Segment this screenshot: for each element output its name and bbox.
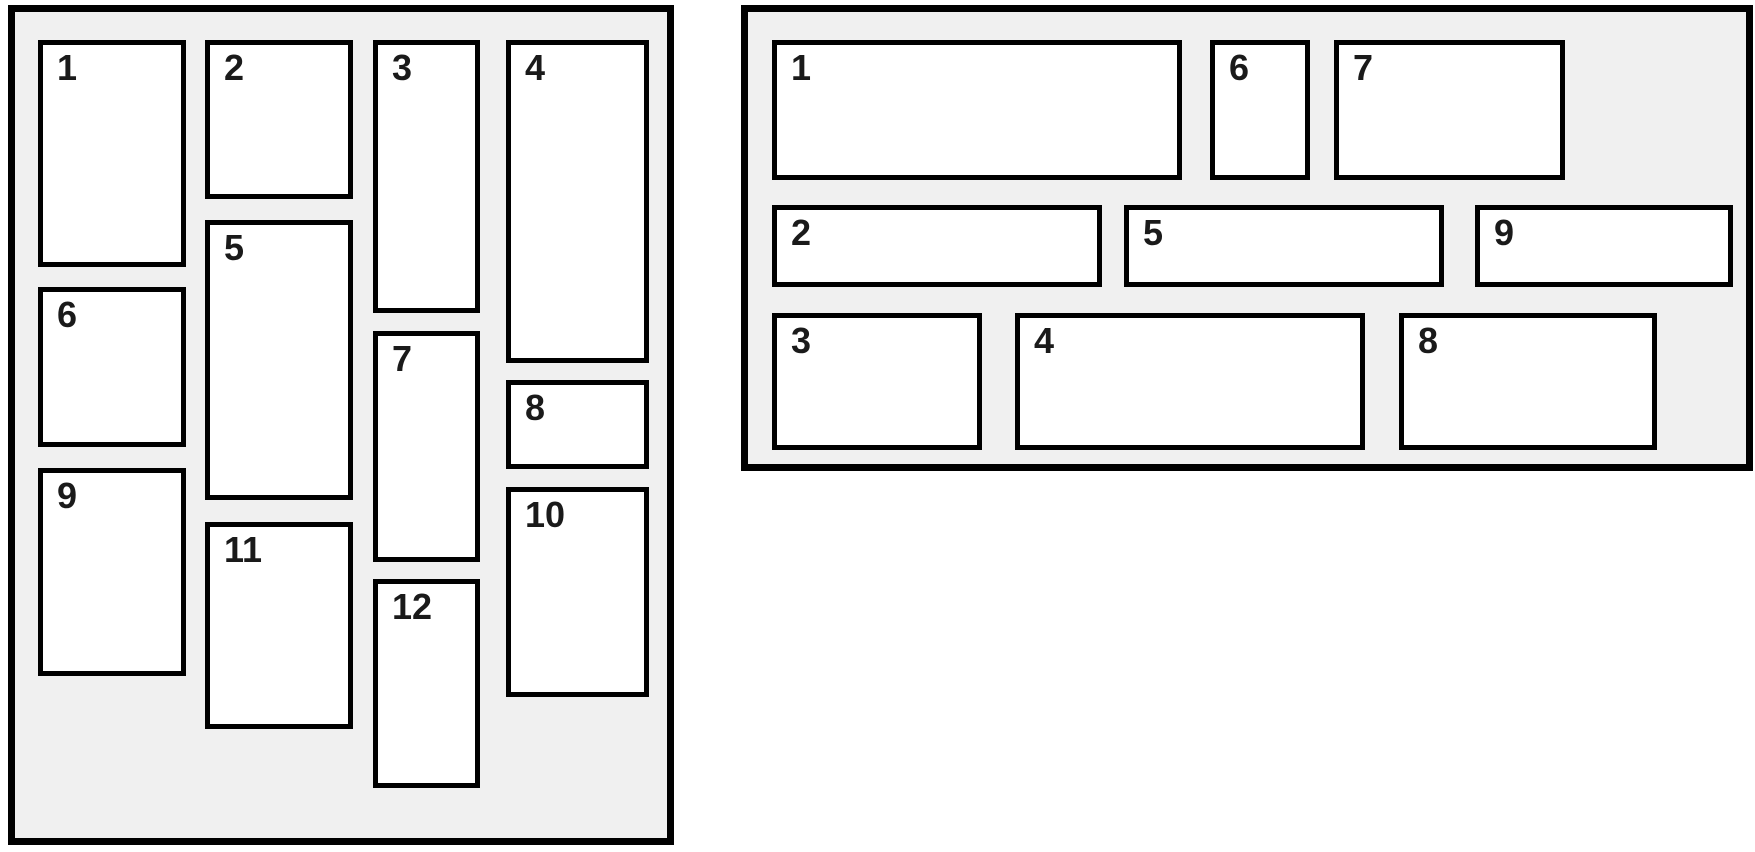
item-number-label: 5 <box>1143 212 1164 253</box>
item-number-label: 5 <box>224 227 245 268</box>
vertical-masonry-item-9: 9 <box>38 468 186 676</box>
horizontal-masonry-item-3: 3 <box>772 313 982 450</box>
horizontal-masonry-item-5: 5 <box>1124 205 1444 287</box>
vertical-masonry-item-3: 3 <box>373 40 480 313</box>
vertical-masonry-item-7: 7 <box>373 331 480 562</box>
horizontal-masonry-item-9: 9 <box>1475 205 1733 287</box>
item-number-label: 10 <box>525 494 566 535</box>
item-number-label: 12 <box>392 586 433 627</box>
vertical-masonry-item-5: 5 <box>205 220 353 500</box>
vertical-masonry-item-4: 4 <box>506 40 649 363</box>
item-number-label: 2 <box>224 47 245 88</box>
vertical-masonry-item-10: 10 <box>506 487 649 697</box>
vertical-masonry-item-6: 6 <box>38 287 186 447</box>
item-number-label: 7 <box>392 338 413 379</box>
vertical-masonry-item-11: 11 <box>205 522 353 729</box>
item-number-label: 9 <box>1494 212 1515 253</box>
item-number-label: 9 <box>57 475 78 516</box>
vertical-masonry-item-12: 12 <box>373 579 480 788</box>
item-number-label: 6 <box>1229 47 1250 88</box>
item-number-label: 8 <box>525 387 546 428</box>
item-number-label: 11 <box>224 529 263 570</box>
vertical-masonry-item-2: 2 <box>205 40 353 199</box>
item-number-label: 2 <box>791 212 812 253</box>
item-number-label: 6 <box>57 294 78 335</box>
horizontal-masonry-item-4: 4 <box>1015 313 1365 450</box>
horizontal-masonry-item-7: 7 <box>1334 40 1565 180</box>
vertical-masonry-item-8: 8 <box>506 380 649 469</box>
item-number-label: 7 <box>1353 47 1374 88</box>
horizontal-masonry-panel: 1 2 3 4 5 6 7 8 9 <box>741 5 1753 471</box>
horizontal-masonry-item-8: 8 <box>1399 313 1657 450</box>
horizontal-masonry-item-6: 6 <box>1210 40 1310 180</box>
horizontal-masonry-item-2: 2 <box>772 205 1102 287</box>
horizontal-masonry-item-1: 1 <box>772 40 1182 180</box>
item-number-label: 8 <box>1418 320 1439 361</box>
item-number-label: 3 <box>392 47 413 88</box>
item-number-label: 4 <box>525 47 546 88</box>
item-number-label: 1 <box>791 47 812 88</box>
item-number-label: 1 <box>57 47 78 88</box>
item-number-label: 4 <box>1034 320 1055 361</box>
vertical-masonry-item-1: 1 <box>38 40 186 267</box>
item-number-label: 3 <box>791 320 812 361</box>
